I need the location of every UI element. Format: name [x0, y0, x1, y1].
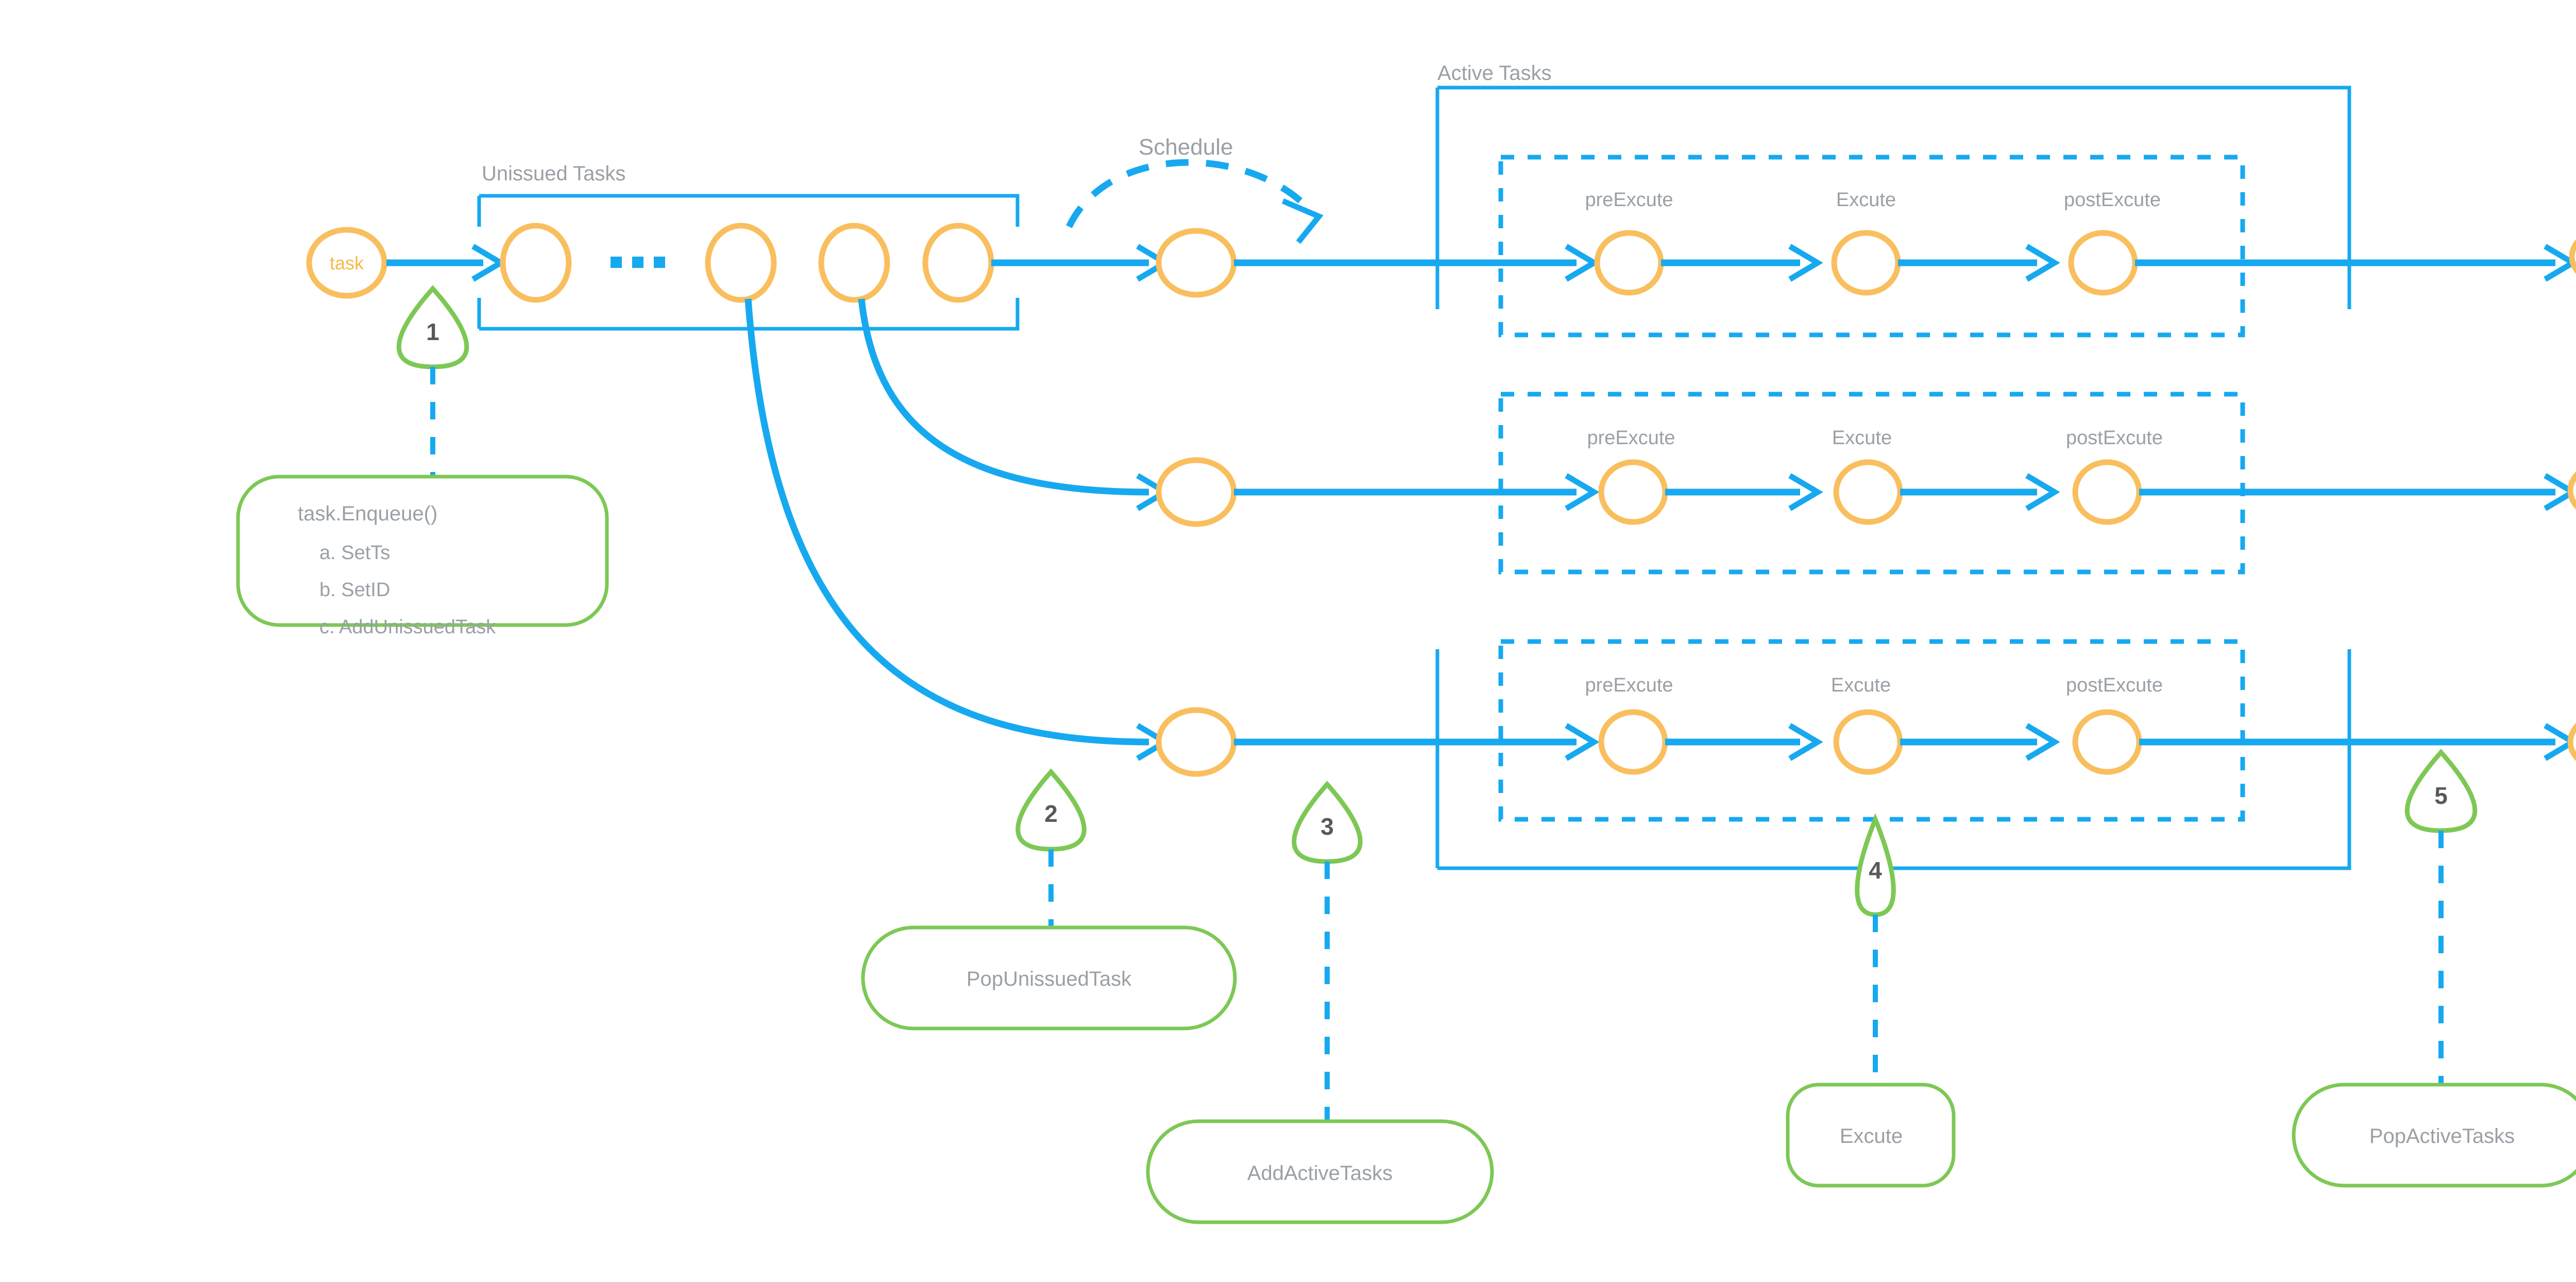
row3-node-done	[2567, 722, 2576, 762]
active-tasks-label: Active Tasks	[1437, 62, 1552, 85]
unissued-node-2	[705, 223, 777, 303]
arrowhead-schedule-arc	[1281, 198, 1324, 244]
pipeline-row-2: preExcute Excute postExcute	[1234, 392, 2576, 575]
row1-arrowhead-exec	[1788, 244, 1823, 282]
row2-node-done	[2567, 471, 2576, 510]
row1-arrowhead-post	[2025, 244, 2060, 282]
row3-label-preexcute: preExcute	[1585, 674, 1673, 696]
row3-node-excute	[1833, 709, 1903, 775]
unissued-bracket-top	[477, 194, 1020, 227]
queue-ellipsis-icon	[611, 257, 665, 268]
marker-4-callout-label: Excute	[1840, 1125, 1903, 1148]
row2-label-postexcute: postExcute	[2066, 427, 2163, 449]
marker-3-callout-box	[1146, 1119, 1494, 1224]
row2-node-preexcute	[1598, 459, 1668, 525]
row2-node-excute	[1833, 459, 1903, 525]
row2-dashed-box	[1498, 392, 2245, 575]
row3-arrowhead-pre	[1565, 723, 1600, 761]
marker-4-callout-box	[1786, 1083, 1956, 1188]
scheduler-node-row2	[1156, 457, 1237, 527]
row1-label-excute: Excute	[1836, 189, 1896, 211]
task-start-node-label: task	[330, 252, 364, 274]
marker-5-callout-label: PopActiveTasks	[2369, 1125, 2515, 1148]
row2-node-postexcute	[2072, 459, 2142, 525]
row1-label-preexcute: preExcute	[1585, 189, 1673, 211]
marker-3-group: 3 AddActiveTasks	[1146, 781, 1494, 1224]
row1-arrowhead-pre	[1565, 244, 1600, 282]
marker-5-group: 5 PopActiveTasks	[2292, 749, 2576, 1188]
row3-arrowhead-exec	[1788, 723, 1823, 761]
marker-2-callout-label: PopUnissuedTask	[967, 968, 1132, 990]
marker-1-group: 1 task.Enqueue() a. SetTs b. SetID c. Ad…	[236, 285, 609, 638]
active-tasks-bracket-top	[1435, 86, 2351, 309]
row2-label-preexcute: preExcute	[1587, 427, 1675, 449]
unissued-bracket-bottom	[477, 298, 1020, 331]
row2-label-excute: Excute	[1832, 427, 1892, 449]
row1-node-done	[2569, 239, 2576, 274]
marker-1-callout-line-a: a. SetTs	[319, 542, 390, 564]
unissued-node-3	[818, 223, 890, 303]
marker-1-callout-line-b: b. SetID	[319, 579, 390, 601]
marker-1-callout-line-c: c. AddUnissuedTask	[319, 616, 496, 638]
flow-queue-to-row3	[744, 298, 1149, 746]
pipeline-row-1: preExcute Excute postExcute	[1234, 155, 2576, 338]
marker-2-number: 2	[1044, 800, 1058, 827]
row3-dashed-box	[1498, 639, 2245, 822]
scheduler-node-row3	[1156, 707, 1237, 777]
marker-1-callout-box	[236, 475, 609, 627]
pipeline-row-3: preExcute Excute postExcute	[1234, 639, 2576, 822]
task-start-node	[306, 227, 387, 299]
scheduler-node-row1	[1156, 228, 1237, 298]
row1-dashed-box	[1498, 155, 2245, 338]
row3-node-preexcute	[1598, 709, 1668, 775]
marker-5-number: 5	[2434, 782, 2448, 809]
row3-arrowhead-post	[2025, 723, 2060, 761]
marker-1-callout-title: task.Enqueue()	[298, 502, 437, 525]
flow-queue-to-row2	[858, 298, 1149, 496]
marker-3-number: 3	[1320, 813, 1334, 840]
marker-4-group: 4 Excute	[1786, 813, 1956, 1188]
unissued-node-4	[922, 223, 994, 303]
row3-node-postexcute	[2072, 709, 2142, 775]
unissued-tasks-label: Unissued Tasks	[482, 162, 625, 185]
row3-label-postexcute: postExcute	[2066, 674, 2163, 696]
row1-label-postexcute: postExcute	[2064, 189, 2161, 211]
unissued-node-1	[500, 223, 572, 303]
marker-4-number: 4	[1869, 857, 1882, 884]
marker-5-callout-box	[2292, 1083, 2576, 1188]
row3-label-excute: Excute	[1831, 674, 1891, 696]
marker-1-number: 1	[426, 318, 439, 345]
marker-2-callout-box	[861, 925, 1237, 1031]
row1-node-excute	[1831, 230, 1901, 296]
row1-node-preexcute	[1594, 230, 1664, 296]
marker-3-callout-label: AddActiveTasks	[1247, 1162, 1393, 1185]
marker-2-group: 2 PopUnissuedTask	[861, 768, 1237, 1031]
row2-arrowhead-pre	[1565, 473, 1600, 511]
schedule-label: Schedule	[1139, 134, 1233, 160]
row1-node-postexcute	[2068, 230, 2138, 296]
schedule-dashed-arc	[1066, 159, 1311, 228]
row2-arrowhead-post	[2025, 473, 2060, 511]
active-tasks-bracket-bottom	[1435, 649, 2351, 870]
row2-arrowhead-exec	[1788, 473, 1823, 511]
